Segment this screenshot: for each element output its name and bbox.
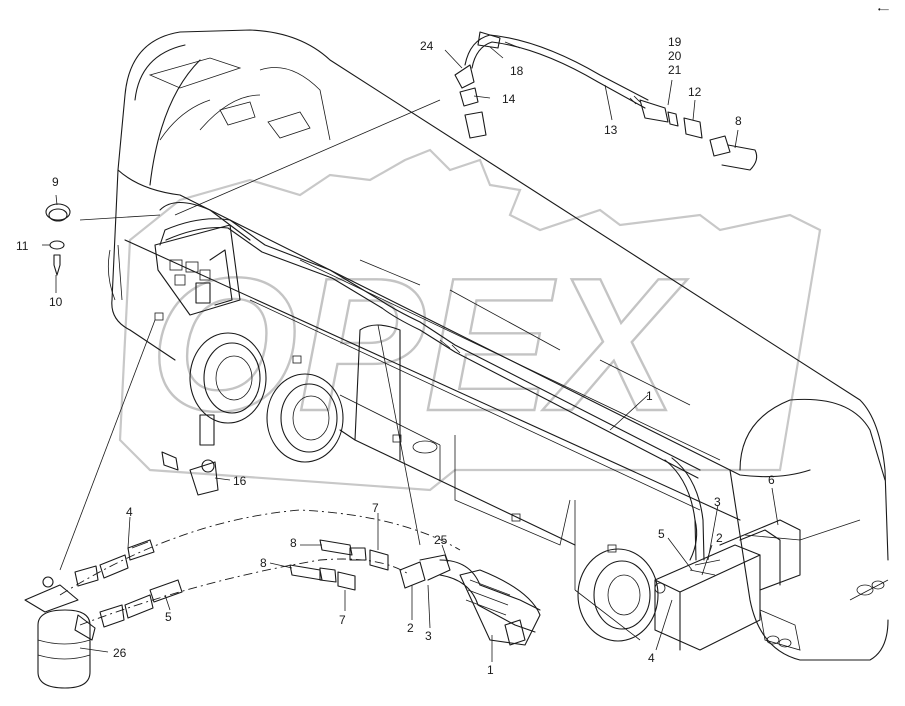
callout-3: 3 — [425, 629, 432, 643]
callout-10: 10 — [49, 295, 63, 309]
fuel-filter — [24, 576, 96, 689]
callout-1: 1 — [487, 663, 494, 677]
callout-4-front: 4 — [648, 651, 655, 665]
bus-body — [107, 29, 889, 661]
callout-2-front: 2 — [716, 531, 723, 545]
callout-5: 5 — [165, 610, 172, 624]
wheel-rear-2 — [266, 373, 344, 463]
callout-16: 16 — [233, 474, 247, 488]
callout-13: 13 — [604, 123, 618, 137]
fitting-7 — [289, 539, 389, 591]
fuel-tank — [654, 519, 801, 651]
callout-7-low: 7 — [339, 613, 346, 627]
leader-clip — [79, 214, 161, 221]
callout-19: 19 — [668, 35, 682, 49]
hose-assembly — [399, 554, 541, 646]
callout-11: 11 — [16, 239, 29, 253]
callout-25: 25 — [434, 533, 448, 547]
callout-labels: 24 18 14 13 19 20 21 12 8 9 11 10 16 1 6… — [16, 35, 775, 677]
fitting-assembly-top — [454, 31, 758, 171]
callout-2: 2 — [407, 621, 414, 635]
callout-9: 9 — [52, 175, 59, 189]
heater-unit — [154, 201, 383, 316]
callout-14: 14 — [502, 92, 516, 106]
pipe-line-1 — [379, 299, 705, 561]
callout-6: 6 — [768, 473, 775, 487]
wheel-front — [577, 548, 659, 642]
elbow-fitting — [161, 414, 219, 496]
callout-5-front: 5 — [658, 527, 665, 541]
watermark: OPEX — [118, 148, 822, 492]
callout-21: 21 — [668, 63, 682, 77]
leader-heater — [174, 99, 441, 216]
callout-8-top: 8 — [735, 114, 742, 128]
callout-18: 18 — [510, 64, 524, 78]
clip-assembly — [45, 203, 71, 276]
callout-8-mid: 8 — [290, 536, 297, 550]
watermark-text: OPEX — [150, 239, 688, 451]
fitting-5 — [99, 579, 183, 628]
callout-7-top: 7 — [372, 501, 379, 515]
leader-filter — [59, 319, 156, 571]
callout-12: 12 — [688, 85, 702, 99]
callout-3-front: 3 — [714, 495, 721, 509]
corner-mark: •— — [878, 5, 889, 14]
callout-26: 26 — [113, 646, 127, 660]
leader-hose — [377, 324, 421, 546]
callout-1-side: 1 — [646, 389, 653, 403]
callout-24: 24 — [420, 39, 434, 53]
fitting-4 — [74, 539, 155, 587]
wheel-rear-1 — [189, 332, 267, 424]
callout-20: 20 — [668, 49, 682, 63]
leaders — [42, 46, 779, 662]
callout-8-low: 8 — [260, 556, 267, 570]
routing-line-a — [59, 509, 461, 596]
routing-line-b — [79, 558, 411, 626]
callout-4: 4 — [126, 505, 133, 519]
